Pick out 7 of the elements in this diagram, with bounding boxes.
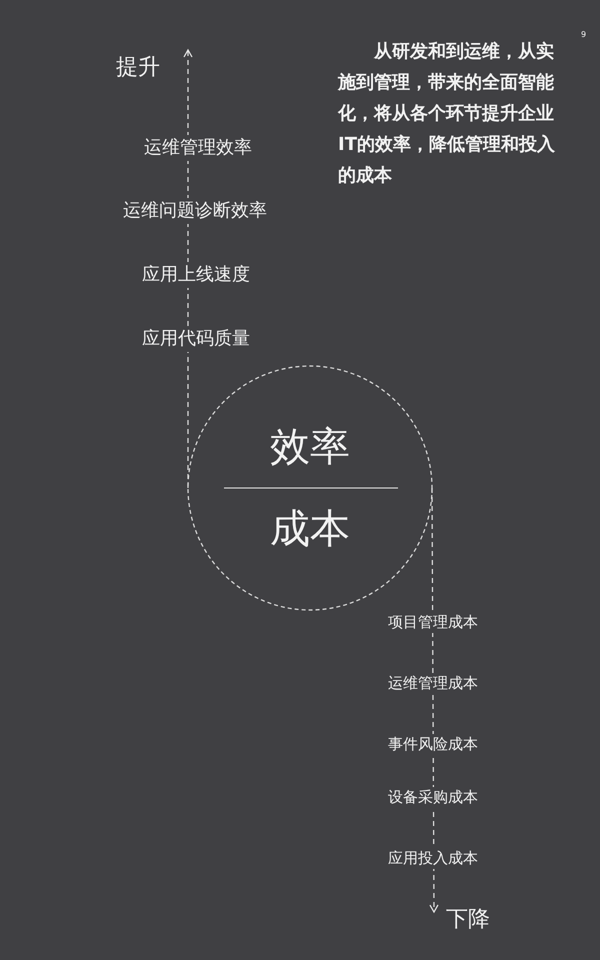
axis-label: 提升 (116, 55, 160, 80)
dashed-circle (187, 365, 433, 611)
axis-label: 下降 (446, 907, 490, 932)
description-paragraph: 从研发和到运维，从实施到管理，带来的全面智能化，将从各个环节提升企业IT的效率，降低管理和投入的成本 (338, 40, 556, 188)
circle-text: 效率 (269, 423, 351, 472)
page-number: 9 (581, 30, 586, 39)
circle-text: 成本 (269, 505, 351, 554)
